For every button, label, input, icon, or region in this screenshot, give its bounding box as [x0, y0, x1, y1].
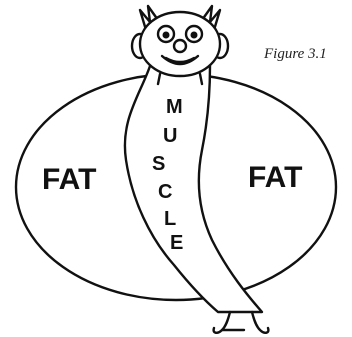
figure-caption: Figure 3.1 — [263, 46, 327, 62]
muscle-letter-l: L — [164, 208, 176, 230]
muscle-letter-m: M — [166, 96, 183, 118]
muscle-letter-u: U — [163, 125, 177, 147]
right-fat-label: FAT — [248, 161, 302, 194]
muscle-letter-c: C — [158, 181, 172, 203]
left-fat-label: FAT — [42, 163, 96, 196]
muscle-letter-e: E — [170, 232, 183, 254]
feet — [214, 312, 269, 333]
muscle-letter-s: S — [152, 153, 165, 175]
